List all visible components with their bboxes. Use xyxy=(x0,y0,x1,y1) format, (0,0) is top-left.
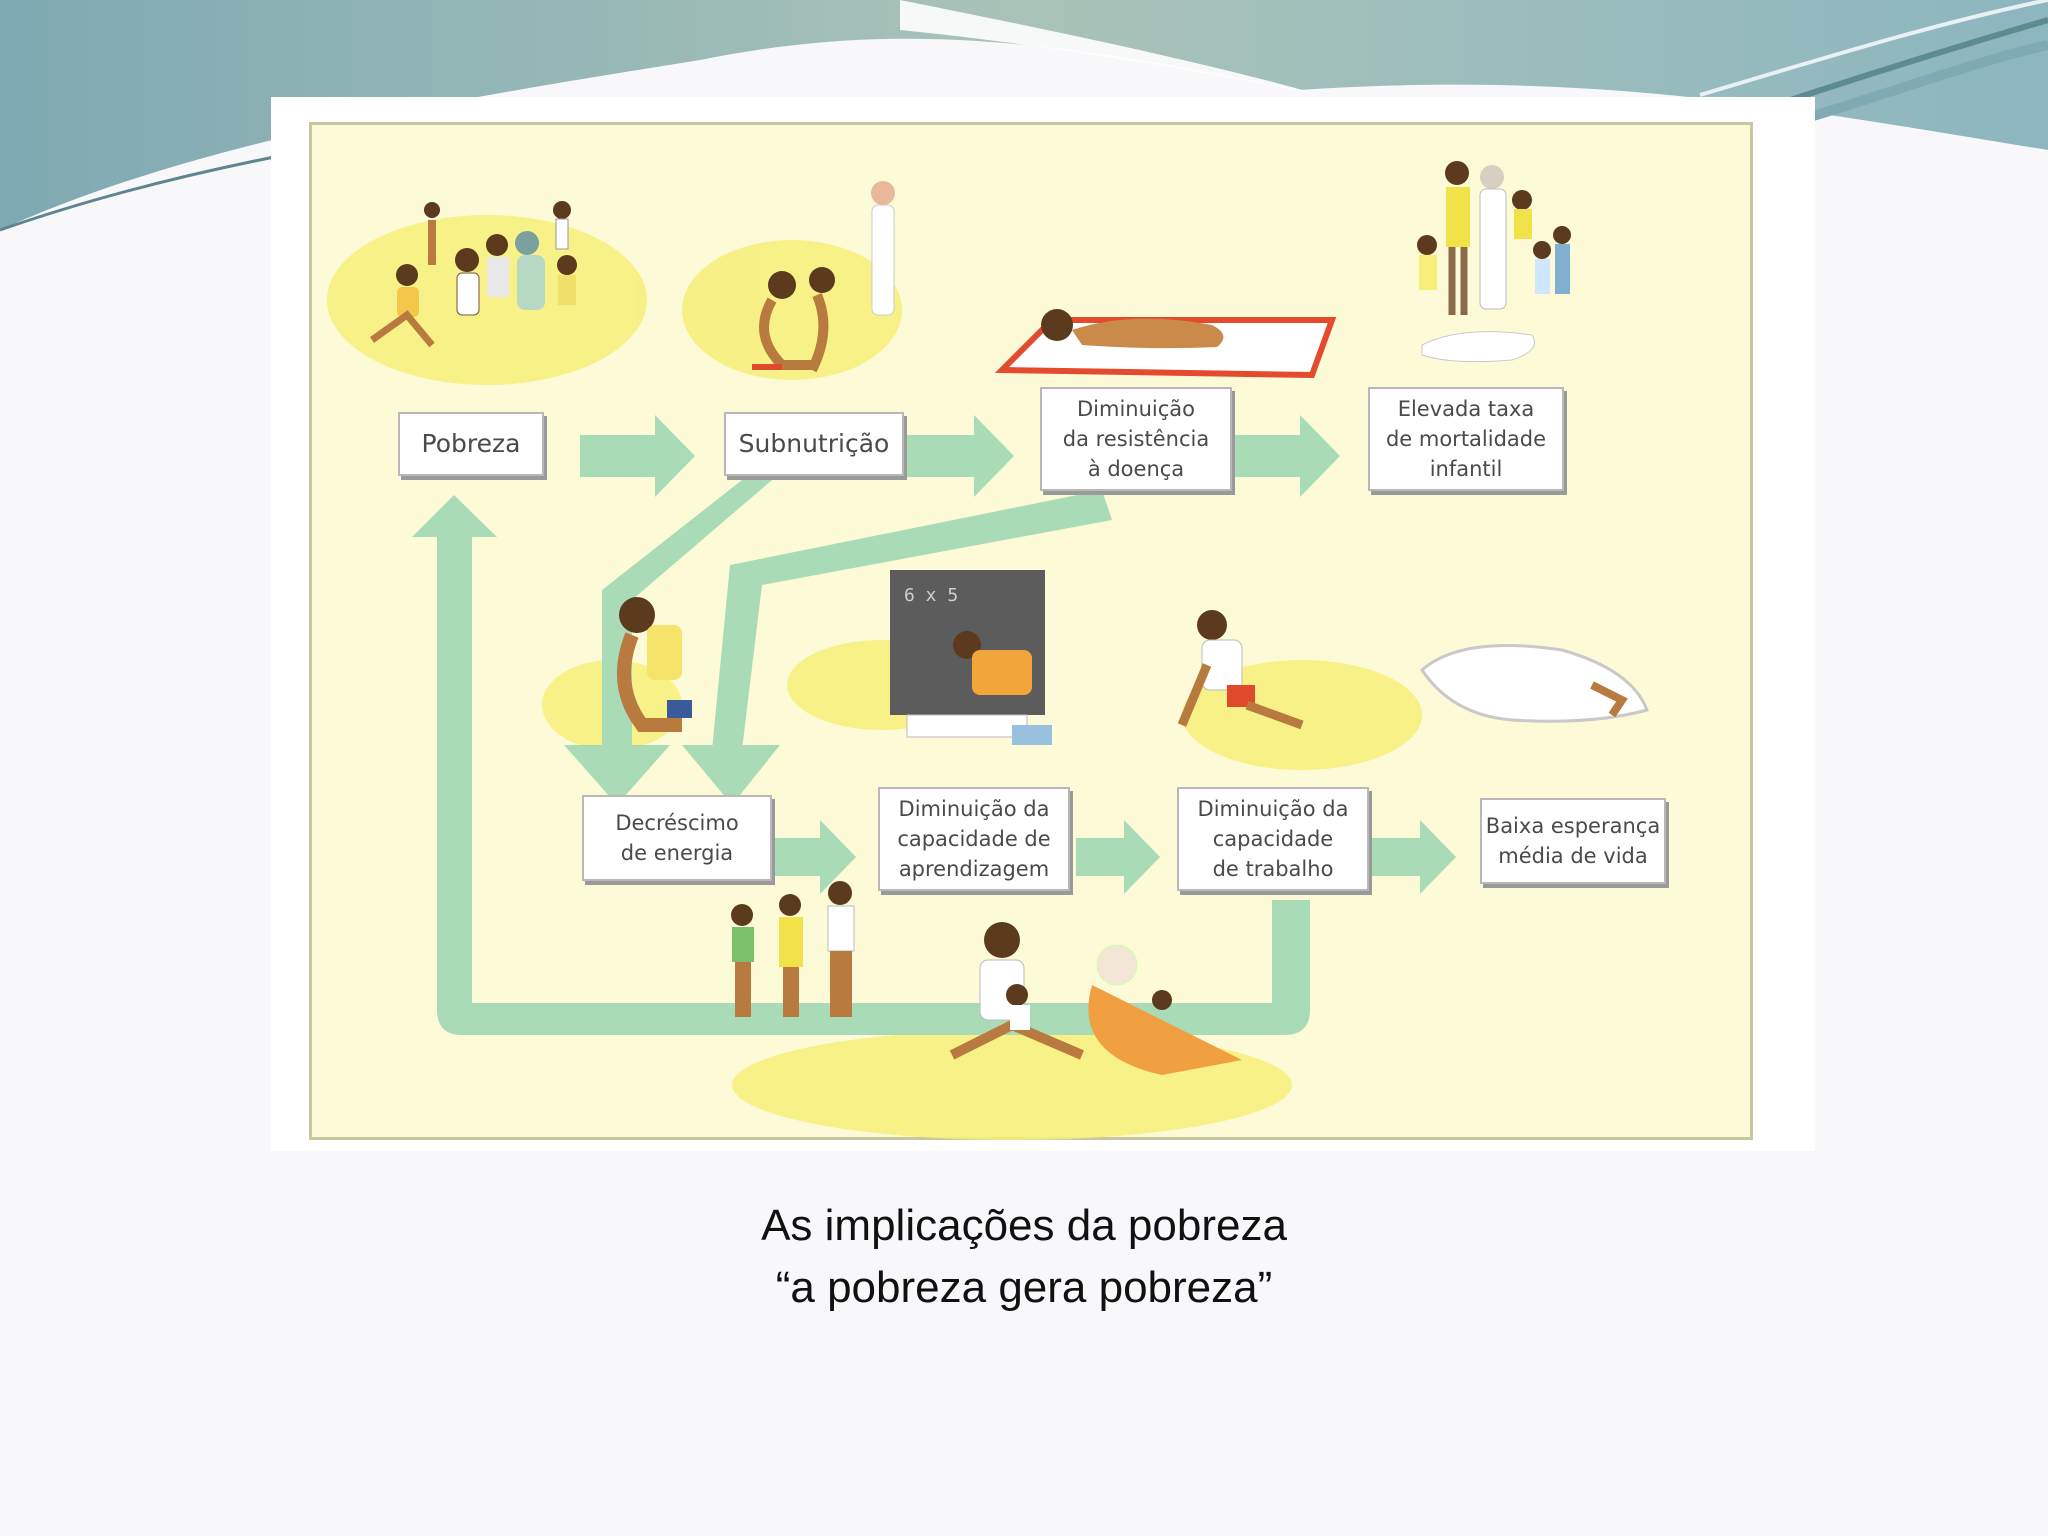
covered-body-illustration xyxy=(1420,644,1649,723)
blackboard-text: 6 x 5 xyxy=(904,585,959,606)
node-resistencia: Diminuição da resistência à doença xyxy=(1040,387,1232,491)
node-mortalidade: Elevada taxa de mortalidade infantil xyxy=(1368,387,1564,491)
diagram-artwork xyxy=(327,161,1649,1140)
blackboard-student-illustration xyxy=(890,570,1052,745)
working-man-illustration xyxy=(1177,610,1304,730)
people-illustration-poverty xyxy=(369,201,577,348)
family-illustration-mortality xyxy=(1417,161,1571,363)
node-esperanca: Baixa esperança média de vida xyxy=(1480,798,1666,884)
poverty-cycle-diagram: Pobreza Subnutrição Diminuição da resist… xyxy=(309,122,1753,1140)
poor-family-illustration xyxy=(949,922,1242,1075)
diagram-frame: Pobreza Subnutrição Diminuição da resist… xyxy=(271,97,1815,1151)
people-illustration-subnutrition xyxy=(752,181,895,373)
node-pobreza: Pobreza xyxy=(398,412,544,476)
sick-child-on-mat-illustration xyxy=(994,309,1337,379)
node-trabalho: Diminuição da capacidade de trabalho xyxy=(1177,787,1369,891)
caption-line-2: “a pobreza gera pobreza” xyxy=(775,1263,1273,1312)
caption-line-1: As implicações da pobreza xyxy=(761,1201,1287,1250)
node-energia: Decréscimo de energia xyxy=(582,795,772,881)
tired-boy-illustration xyxy=(617,597,692,732)
three-children-illustration xyxy=(731,881,855,1017)
cycle-arrows xyxy=(412,415,1456,1035)
node-subnutricao: Subnutrição xyxy=(724,412,904,476)
node-aprendizagem: Diminuição da capacidade de aprendizagem xyxy=(878,787,1070,891)
slide-caption: As implicações da pobreza “a pobreza ger… xyxy=(524,1195,1524,1319)
